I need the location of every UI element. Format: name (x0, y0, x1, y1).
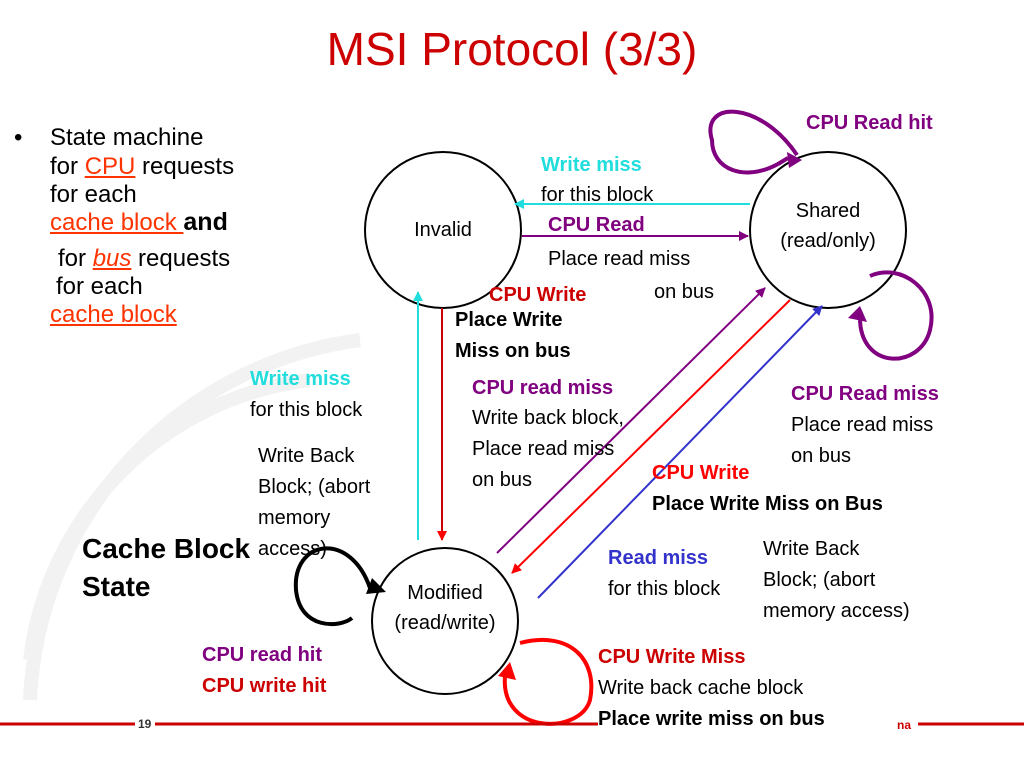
slide-title: MSI Protocol (3/3) (326, 23, 698, 75)
label-place-write-miss-bus: Place write miss on bus (598, 708, 825, 730)
loop-shared-cpu-read-hit (708, 109, 799, 175)
label-cpu-write: CPU Write (489, 284, 587, 306)
label-place-write-2: Miss on bus (455, 340, 571, 362)
page-number: 19 (138, 717, 152, 731)
arrowhead-loop-shared (787, 152, 802, 168)
bullet-requests-2: requests (131, 245, 231, 272)
legend-line-2: State (82, 571, 151, 602)
bullet-mark: • (14, 124, 23, 151)
legend-line-1: Cache Block (82, 533, 251, 564)
label-read-miss-2: for this block (608, 578, 721, 600)
label-write-miss-top: Write miss (541, 154, 642, 176)
bus-link[interactable]: bus (92, 245, 132, 272)
state-modified-label-2: (read/write) (394, 612, 496, 634)
bullet-and: and (183, 208, 228, 236)
label-cpu-read-hit-mod: CPU read hit (202, 644, 323, 666)
arrowhead-loop-modified (366, 578, 386, 594)
state-shared-circle (749, 151, 907, 309)
label-cpu-write-hit-mod: CPU write hit (202, 675, 327, 697)
bullet-line-4: cache block and (50, 208, 228, 237)
state-invalid-label: Invalid (414, 219, 472, 241)
label-place-write-miss-on-bus: Place Write Miss on Bus (652, 493, 883, 515)
state-shared-label-2: (read/only) (780, 230, 876, 252)
label-write-back-left-2: Block; (abort (258, 476, 371, 498)
label-place-read-miss-1: Place read miss (548, 248, 691, 270)
label-place-write-1: Place Write (455, 309, 563, 331)
arrow-modified-to-shared-cpu-read-miss (496, 287, 766, 554)
bullet-line-1: State machine (50, 124, 204, 151)
bullet-line-3: for each (50, 181, 137, 208)
label-write-miss-left-2: for this block (250, 399, 363, 421)
label-cpu-read-hit: CPU Read hit (806, 112, 933, 134)
label-place-read-miss-2: on bus (654, 281, 715, 303)
bullet-for-2: for (58, 245, 93, 272)
cache-block-link-1[interactable]: cache block (50, 209, 184, 236)
label-write-back-right-2: Block; (abort (763, 569, 876, 591)
arrowhead-loop-modified-red (498, 662, 516, 680)
label-write-back-left-4: access) (258, 538, 327, 560)
label-read-miss: Read miss (608, 547, 709, 569)
bullet-for: for (50, 153, 85, 180)
label-write-back-right-1: Write Back (763, 538, 860, 560)
bullet-line-7: cache block (50, 300, 177, 329)
label-write-back-right-3: memory access) (763, 600, 910, 622)
arrowhead-loop-shared-bottom (848, 306, 867, 322)
label-cpu-read: CPU Read (548, 214, 645, 236)
label-write-back-block: Write back block, (472, 407, 624, 429)
label-cpu-write-right: CPU Write (652, 462, 750, 484)
bullet-requests: requests (135, 153, 235, 180)
bullet-line-2: for CPU requests (50, 152, 234, 181)
label-cpu-read-miss-right: CPU Read miss (791, 383, 939, 405)
footer-tail-text: na (897, 718, 912, 732)
state-shared-label-1: Shared (795, 200, 861, 222)
state-modified-label-1: Modified (407, 582, 483, 604)
label-write-back-left-1: Write Back (258, 445, 355, 467)
label-cpu-read-miss: CPU read miss (472, 377, 614, 399)
bullet-line-6: for each (56, 273, 143, 300)
label-write-back-left-3: memory (258, 507, 331, 529)
label-place-read-miss-right-2: on bus (791, 445, 852, 467)
cpu-link[interactable]: CPU (84, 153, 136, 180)
arrow-shared-to-modified-cpu-write (511, 299, 791, 574)
label-place-read-miss-right-1: Place read miss (791, 414, 934, 436)
arrow-modified-to-shared-read-miss (537, 305, 823, 599)
label-place-read-miss-mid-1: Place read miss (472, 438, 615, 460)
label-place-read-miss-mid-2: on bus (472, 469, 533, 491)
loop-shared-cpu-read-miss (858, 270, 934, 361)
bullet-line-5: for bus requests (58, 244, 230, 273)
cache-block-link-2[interactable]: cache block (50, 301, 177, 328)
loop-modified-cpu-write-miss (502, 637, 594, 726)
label-write-back-cache-block: Write back cache block (598, 677, 804, 699)
label-write-miss-left: Write miss (250, 368, 351, 390)
label-write-miss-top-2: for this block (541, 184, 654, 206)
state-modified-circle (371, 547, 519, 695)
background-arcs (23, 333, 361, 701)
label-cpu-write-miss: CPU Write Miss (598, 646, 746, 668)
loop-modified-hit (293, 546, 372, 626)
